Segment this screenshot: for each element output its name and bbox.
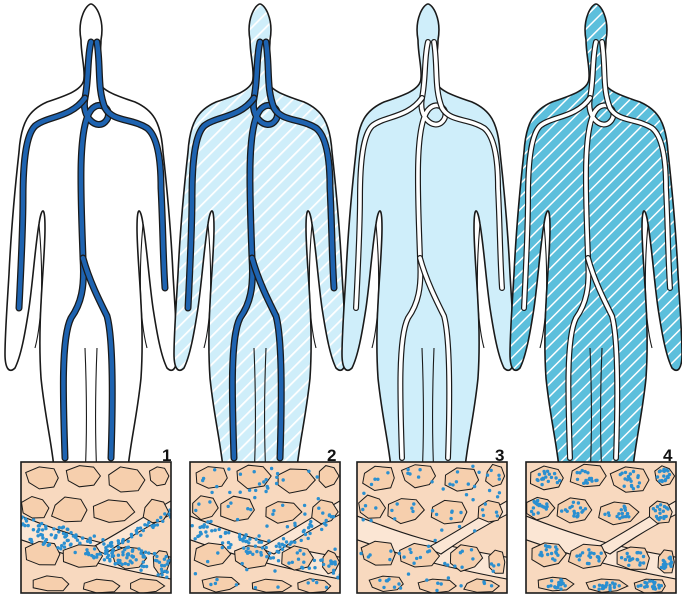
body-silhouette-3 xyxy=(342,4,514,478)
panel-number-4: 4 xyxy=(663,446,672,466)
body-silhouette-4 xyxy=(510,4,682,478)
panel-number-3: 3 xyxy=(495,446,504,466)
tissue-insets xyxy=(14,462,681,594)
tissue-inset-2 xyxy=(183,462,345,593)
tissue-inset-1 xyxy=(14,462,176,593)
tissue-inset-4 xyxy=(521,462,681,594)
body-silhouette-2 xyxy=(174,4,346,478)
panel-number-2: 2 xyxy=(327,446,336,466)
body-silhouettes xyxy=(5,4,682,478)
tissue-cell xyxy=(489,550,505,573)
tissue-inset-3 xyxy=(352,462,512,593)
panel-number-1: 1 xyxy=(162,446,171,466)
body-silhouette-1 xyxy=(5,4,177,478)
